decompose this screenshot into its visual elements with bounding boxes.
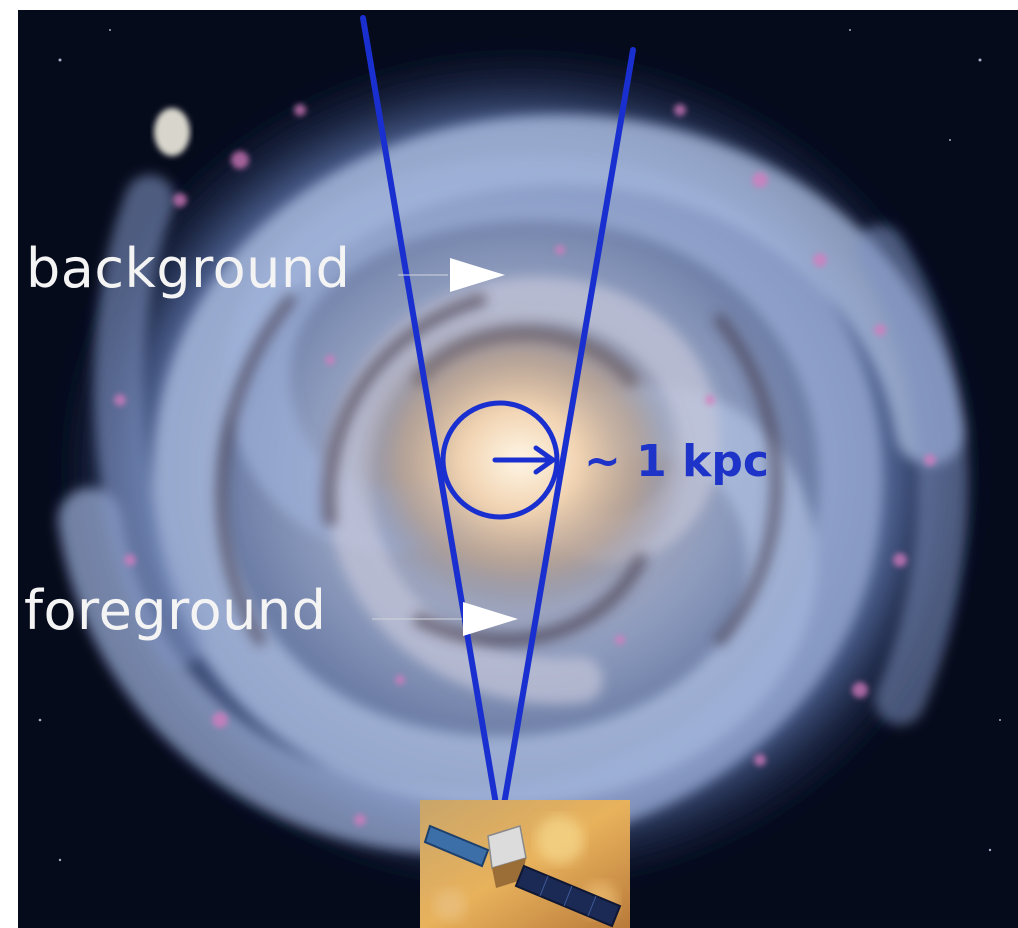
star-forming-regions: [114, 104, 936, 827]
sightline-right: [497, 47, 636, 831]
scale-label: ~ 1 kpc: [584, 436, 769, 487]
satellite-icon: [420, 800, 630, 928]
line-of-sight-wedge: [360, 15, 636, 831]
foreground-label: foreground: [24, 579, 327, 642]
companion-galaxy: [154, 108, 190, 156]
spiral-arms: [58, 114, 968, 855]
circle-radius-icon: [440, 400, 560, 520]
sightline-left: [360, 15, 503, 831]
stars: [38, 29, 1001, 862]
background-label: background: [26, 237, 351, 300]
pointer-arrows: [372, 258, 518, 636]
background-arrow-icon: [450, 258, 505, 292]
foreground-arrow-icon: [463, 602, 518, 636]
